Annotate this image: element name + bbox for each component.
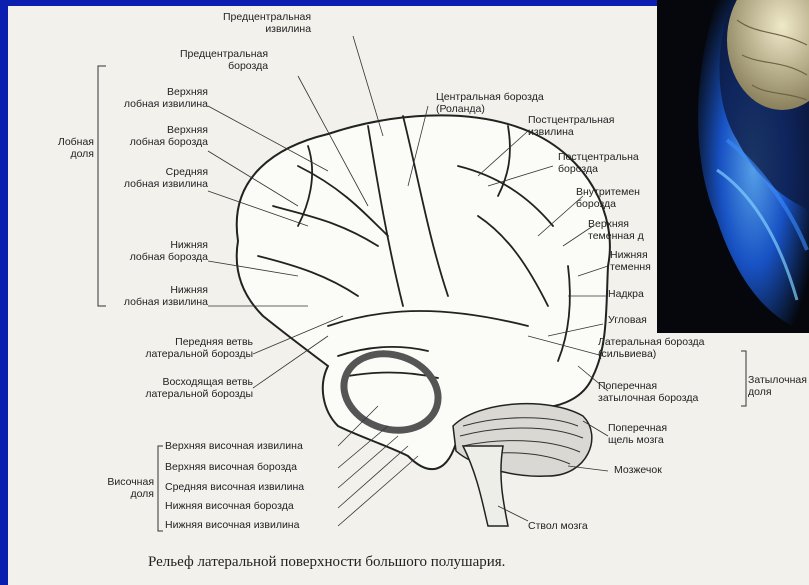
label-inf-temporal-sulcus: Нижняя височная борозда	[165, 500, 294, 512]
label-sup-temporal-sulcus: Верхняя височная борозда	[165, 461, 297, 473]
label-sup-temporal-gyrus: Верхняя височная извилина	[165, 440, 303, 452]
label-intraparietal-sulcus: Внутритемен борозда	[576, 186, 640, 210]
label-ant-branch: Передняя ветвь латеральной борозды	[113, 336, 253, 360]
label-superior-parietal: Верхняя теменная д	[588, 218, 644, 242]
label-temporal-lobe: Височная доля	[96, 476, 154, 500]
label-inf-frontal-gyrus: Нижняя лобная извилина	[88, 284, 208, 308]
label-brainstem: Ствол мозга	[528, 520, 588, 532]
inset-render-svg	[657, 0, 809, 333]
label-postcentral-sulcus: Постцентральна борозда	[558, 151, 639, 175]
label-cerebellum: Мозжечок	[614, 464, 662, 476]
figure-caption: Рельеф латеральной поверхности большого …	[148, 554, 505, 571]
label-occipital-lobe: Затылочная доля	[748, 374, 807, 398]
label-central-sulcus: Центральная борозда (Роланда)	[436, 91, 544, 115]
label-sup-frontal-sulcus: Верхняя лобная борозда	[98, 124, 208, 148]
label-inf-temporal-gyrus: Нижняя височная извилина	[165, 519, 299, 531]
inset-brain-render	[657, 0, 809, 333]
label-supramarginal: Надкра	[608, 288, 644, 300]
label-mid-temporal-gyrus: Средняя височная извилина	[165, 481, 304, 493]
label-postcentral-gyrus: Постцентральная извилина	[528, 114, 614, 138]
label-transverse-fissure: Поперечная щель мозга	[608, 422, 667, 446]
label-angular-gyrus: Угловая	[608, 314, 647, 326]
label-inferior-parietal: Нижняя темення	[610, 249, 651, 273]
label-sup-frontal-gyrus: Верхняя лобная извилина	[98, 86, 208, 110]
label-asc-branch: Восходящая ветвь латеральной борозды	[113, 376, 253, 400]
brainstem-shape	[463, 446, 508, 526]
label-lateral-sulcus: Латеральная борозда (сильвиева)	[598, 336, 705, 360]
label-precentral-sulcus: Предцентральная борозда	[180, 48, 268, 72]
label-mid-frontal-gyrus: Средняя лобная извилина	[88, 166, 208, 190]
label-inf-frontal-sulcus: Нижняя лобная борозда	[98, 239, 208, 263]
label-frontal-lobe: Лобная доля	[44, 136, 94, 160]
label-transverse-occipital: Поперечная затылочная борозда	[598, 380, 698, 404]
label-precentral-gyrus: Предцентральная извилина	[223, 11, 311, 35]
